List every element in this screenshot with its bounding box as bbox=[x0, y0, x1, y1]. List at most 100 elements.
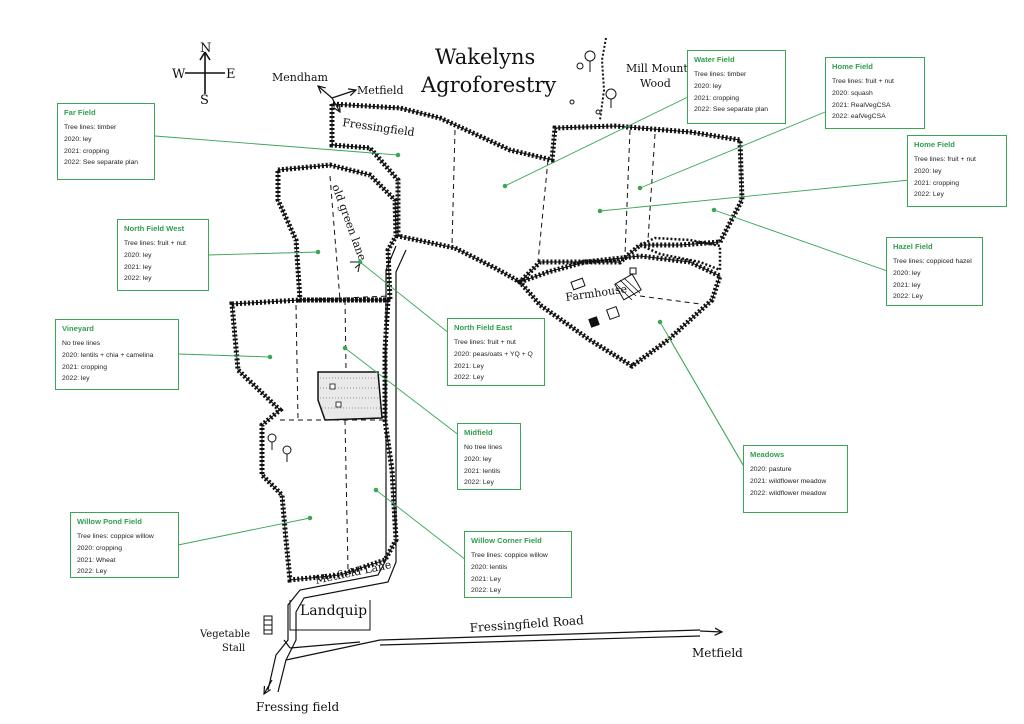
field-line: 2021: Ley bbox=[454, 362, 484, 370]
field-line: 2020: ley bbox=[464, 455, 492, 463]
label-vegetable-2: Stall bbox=[222, 643, 245, 654]
label-landquip: Landquip bbox=[300, 603, 367, 619]
field-line: 2022: Ley bbox=[471, 587, 501, 595]
field-line: 2022: wildflower meadow bbox=[750, 489, 827, 497]
field-box-north-field-east: North Field East Tree lines: fruit + nut… bbox=[447, 318, 545, 386]
field-line: Tree lines: coppiced hazel bbox=[893, 258, 972, 265]
field-line: 2021: cropping bbox=[62, 363, 107, 371]
field-line: 2020: ley bbox=[893, 269, 921, 277]
label-vegetable-1: Vegetable bbox=[199, 629, 250, 640]
label-mill-mount-2: Wood bbox=[640, 77, 671, 90]
field-line: No tree lines bbox=[62, 340, 101, 347]
label-mendham: Mendham bbox=[272, 71, 329, 84]
field-line: 2021: wildflower meadow bbox=[750, 477, 827, 485]
field-line: 2020: ley bbox=[694, 82, 722, 90]
leader-lines bbox=[154, 94, 911, 561]
field-name: Home Field bbox=[914, 140, 955, 149]
field-line: Tree lines: fruit + nut bbox=[914, 156, 976, 163]
field-line: 2021: ley bbox=[893, 281, 921, 289]
field-name: Willow Pond Field bbox=[77, 517, 142, 526]
road-arrows-north bbox=[318, 86, 356, 112]
field-line: 2020: peas/oats + YQ + Q bbox=[454, 350, 533, 358]
field-name: North Field West bbox=[124, 224, 185, 233]
field-line: 2021: lentils bbox=[464, 467, 501, 475]
roads bbox=[264, 245, 722, 694]
field-name: Vineyard bbox=[62, 324, 94, 333]
field-box-water-field: Water Field Tree lines: timber 2020: ley… bbox=[687, 50, 786, 124]
vegetable-stall-icon bbox=[263, 615, 273, 635]
field-line: 2022: Ley bbox=[914, 191, 944, 199]
field-line: Tree lines: fruit + nut bbox=[832, 78, 894, 85]
field-name: North Field East bbox=[454, 323, 513, 332]
field-line: 2020: lentils bbox=[471, 563, 508, 571]
field-box-willow-pond-field: Willow Pond Field Tree lines: coppice wi… bbox=[70, 512, 179, 578]
field-line: 2021: RealVegCSA bbox=[832, 101, 891, 109]
label-fressingfield-road: Fressingfield Road bbox=[469, 613, 584, 635]
field-line: 2020: ley bbox=[914, 167, 942, 175]
field-box-north-field-west: North Field West Tree lines: fruit + nut… bbox=[117, 219, 209, 291]
field-box-meadows: Meadows 2020: pasture 2021: wildflower m… bbox=[743, 445, 848, 513]
field-line: 2021: ley bbox=[124, 263, 152, 271]
field-name: Midfield bbox=[464, 428, 493, 437]
label-mill-mount-1: Mill Mount bbox=[626, 62, 688, 75]
compass-e: E bbox=[226, 67, 236, 82]
field-box-home-field-2: Home Field Tree lines: fruit + nut 2020:… bbox=[907, 135, 1007, 207]
field-line: 2021: Wheat bbox=[77, 556, 116, 564]
field-line: 2020: lentils + chia + camelina bbox=[62, 351, 154, 359]
compass-rose bbox=[185, 51, 225, 94]
field-line: 2021: cropping bbox=[694, 94, 739, 102]
field-line: 2022: Ley bbox=[893, 293, 923, 301]
label-metfield-bottom: Metfield bbox=[692, 646, 743, 660]
field-line: 2022: ley bbox=[62, 375, 90, 383]
map-title-line1: Wakelyns bbox=[435, 45, 535, 69]
field-line: 2022: See separate plan bbox=[694, 106, 769, 114]
wood-edge bbox=[599, 37, 607, 121]
label-metfield-lane: Metfield Lane bbox=[314, 558, 393, 587]
field-name: Hazel Field bbox=[893, 242, 933, 251]
field-box-far-field: Far Field Tree lines: timber 2020: ley 2… bbox=[57, 103, 155, 180]
field-name: Far Field bbox=[64, 108, 96, 117]
field-line: Tree lines: coppice willow bbox=[77, 533, 154, 540]
field-box-home-field-1: Home Field Tree lines: fruit + nut 2020:… bbox=[825, 57, 925, 129]
farmhouse-buildings bbox=[570, 267, 642, 328]
field-line: 2021: Ley bbox=[471, 575, 501, 583]
label-farmhouse: Farmhouse bbox=[565, 282, 628, 304]
label-metfield-top: Metfield bbox=[357, 84, 404, 97]
field-line: 2022: Ley bbox=[454, 374, 484, 382]
field-line: 2022: See separate plan bbox=[64, 159, 139, 167]
field-name: Willow Corner Field bbox=[471, 536, 542, 545]
field-box-vineyard: Vineyard No tree lines 2020: lentils + c… bbox=[55, 319, 179, 390]
field-box-hazel-field: Hazel Field Tree lines: coppiced hazel 2… bbox=[886, 237, 983, 306]
tree-symbols bbox=[267, 50, 617, 462]
field-line: 2020: squash bbox=[832, 89, 873, 97]
field-line: 2020: cropping bbox=[77, 544, 122, 552]
pond-area bbox=[317, 371, 383, 421]
field-line: No tree lines bbox=[464, 444, 503, 451]
label-fressingfield-top: Fressingfield bbox=[342, 116, 416, 139]
field-line: Tree lines: fruit + nut bbox=[124, 240, 186, 247]
compass-s: S bbox=[200, 93, 209, 108]
field-line: 2020: ley bbox=[64, 135, 92, 143]
field-line: 2020: pasture bbox=[750, 466, 792, 473]
field-line: 2022: ealVegCSA bbox=[832, 113, 886, 121]
landquip-box bbox=[289, 600, 371, 631]
map-title-line2: Agroforestry bbox=[420, 73, 556, 97]
field-name: Home Field bbox=[832, 62, 873, 71]
field-line: 2022: ley bbox=[124, 275, 152, 283]
compass-n: N bbox=[200, 41, 211, 56]
field-line: Tree lines: timber bbox=[64, 124, 117, 131]
label-fressingfield-bottom: Fressing field bbox=[256, 700, 339, 714]
field-box-willow-corner-field: Willow Corner Field Tree lines: coppice … bbox=[464, 531, 572, 598]
field-box-midfield: Midfield No tree lines 2020: ley 2021: l… bbox=[457, 423, 521, 490]
field-line: 2021: cropping bbox=[914, 179, 959, 187]
field-line: 2021: cropping bbox=[64, 147, 109, 155]
field-line: Tree lines: timber bbox=[694, 71, 747, 78]
field-line: 2022: Ley bbox=[464, 479, 494, 487]
field-name: Meadows bbox=[750, 450, 785, 459]
label-old-green-lane: old green lane bbox=[329, 183, 369, 263]
field-line: 2020: ley bbox=[124, 251, 152, 259]
field-line: Tree lines: coppice willow bbox=[471, 552, 548, 559]
field-line: Tree lines: fruit + nut bbox=[454, 339, 516, 346]
field-line: 2022: Ley bbox=[77, 568, 107, 576]
